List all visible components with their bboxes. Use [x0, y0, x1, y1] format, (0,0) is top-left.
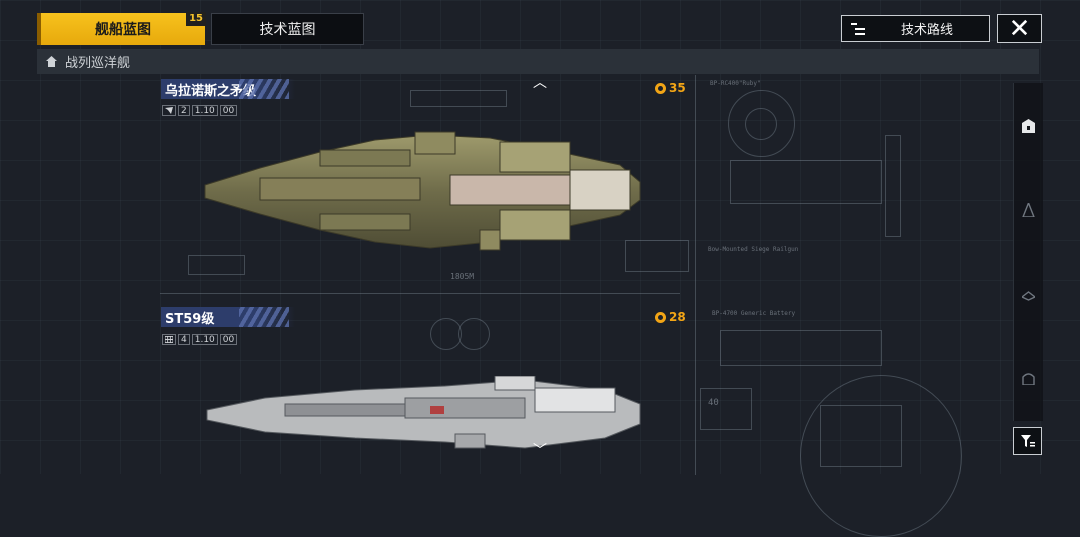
ship-extra: 00: [219, 334, 238, 345]
category-bar[interactable]: 战列巡洋舰: [37, 49, 1039, 74]
close-button[interactable]: ✕: [997, 14, 1042, 43]
ship-name: 乌拉诺斯之矛级: [165, 83, 257, 99]
ship-version: 1.10: [191, 334, 218, 345]
ship-cost: 35: [655, 81, 686, 95]
category-label: 战列巡洋舰: [65, 56, 131, 71]
length-label: 1805M: [450, 272, 475, 281]
tab-tech-blueprint[interactable]: 技术蓝图: [211, 13, 364, 45]
ship-tier: 4: [178, 334, 190, 345]
stripe-decoration: [239, 79, 289, 99]
railgun-label: Bow-Mounted Siege Railgun: [708, 246, 799, 253]
ship-cost-value: 35: [669, 81, 686, 95]
scroll-up-chevron-icon[interactable]: ︿: [533, 75, 547, 91]
filter-icon: [1020, 434, 1035, 447]
close-icon: ✕: [1008, 13, 1031, 44]
coin-icon: [655, 311, 666, 323]
ship-count-badge: 15: [186, 12, 206, 26]
ship-extra: 00: [219, 105, 238, 116]
ship-meta: 2 1.10 00: [162, 104, 238, 117]
ship-type-rail: [1013, 83, 1043, 421]
ship-name: ST59级: [165, 311, 215, 327]
tech-route-button[interactable]: 技术路线: [841, 15, 990, 42]
coin-icon: [655, 82, 666, 94]
grid-class-icon: [162, 334, 176, 345]
tree-list-icon: [851, 22, 865, 35]
ship-image-uranus-spear: [204, 131, 641, 251]
ship-name-tag: ST59级: [161, 307, 295, 327]
ship-name-tag: 乌拉诺斯之矛级: [161, 79, 295, 99]
stripe-decoration: [239, 307, 289, 327]
tech-route-label: 技术路线: [901, 23, 954, 38]
tab-ship-blueprint[interactable]: 舰船蓝图 15: [37, 12, 206, 45]
ship-tier: 2: [178, 105, 190, 116]
ship-image-st59: [206, 376, 641, 449]
tab-tech-blueprint-label: 技术蓝图: [259, 22, 316, 38]
destroyer-type-icon[interactable]: [1022, 288, 1035, 302]
filter-button[interactable]: [1013, 427, 1042, 455]
ship-cost: 28: [655, 310, 686, 324]
ship-version: 1.10: [191, 105, 218, 116]
carrier-type-icon[interactable]: [1022, 371, 1035, 385]
scroll-down-chevron-icon[interactable]: ﹀: [533, 443, 547, 459]
home-icon: [46, 56, 57, 67]
ship-meta: 4 1.10 00: [162, 333, 238, 346]
ship1-blueprint-code: BP-RC400"Ruby": [710, 80, 761, 87]
tab-ship-blueprint-label: 舰船蓝图: [95, 22, 151, 38]
ship-cost-value: 28: [669, 310, 686, 324]
ship2-blueprint-code: BP-4700 Generic Battery: [712, 310, 796, 317]
num-40-label: 40: [708, 398, 719, 408]
battlecruiser-type-icon[interactable]: [1022, 119, 1035, 133]
ship-class-icon: [162, 105, 176, 116]
frigate-type-icon[interactable]: [1022, 203, 1035, 217]
